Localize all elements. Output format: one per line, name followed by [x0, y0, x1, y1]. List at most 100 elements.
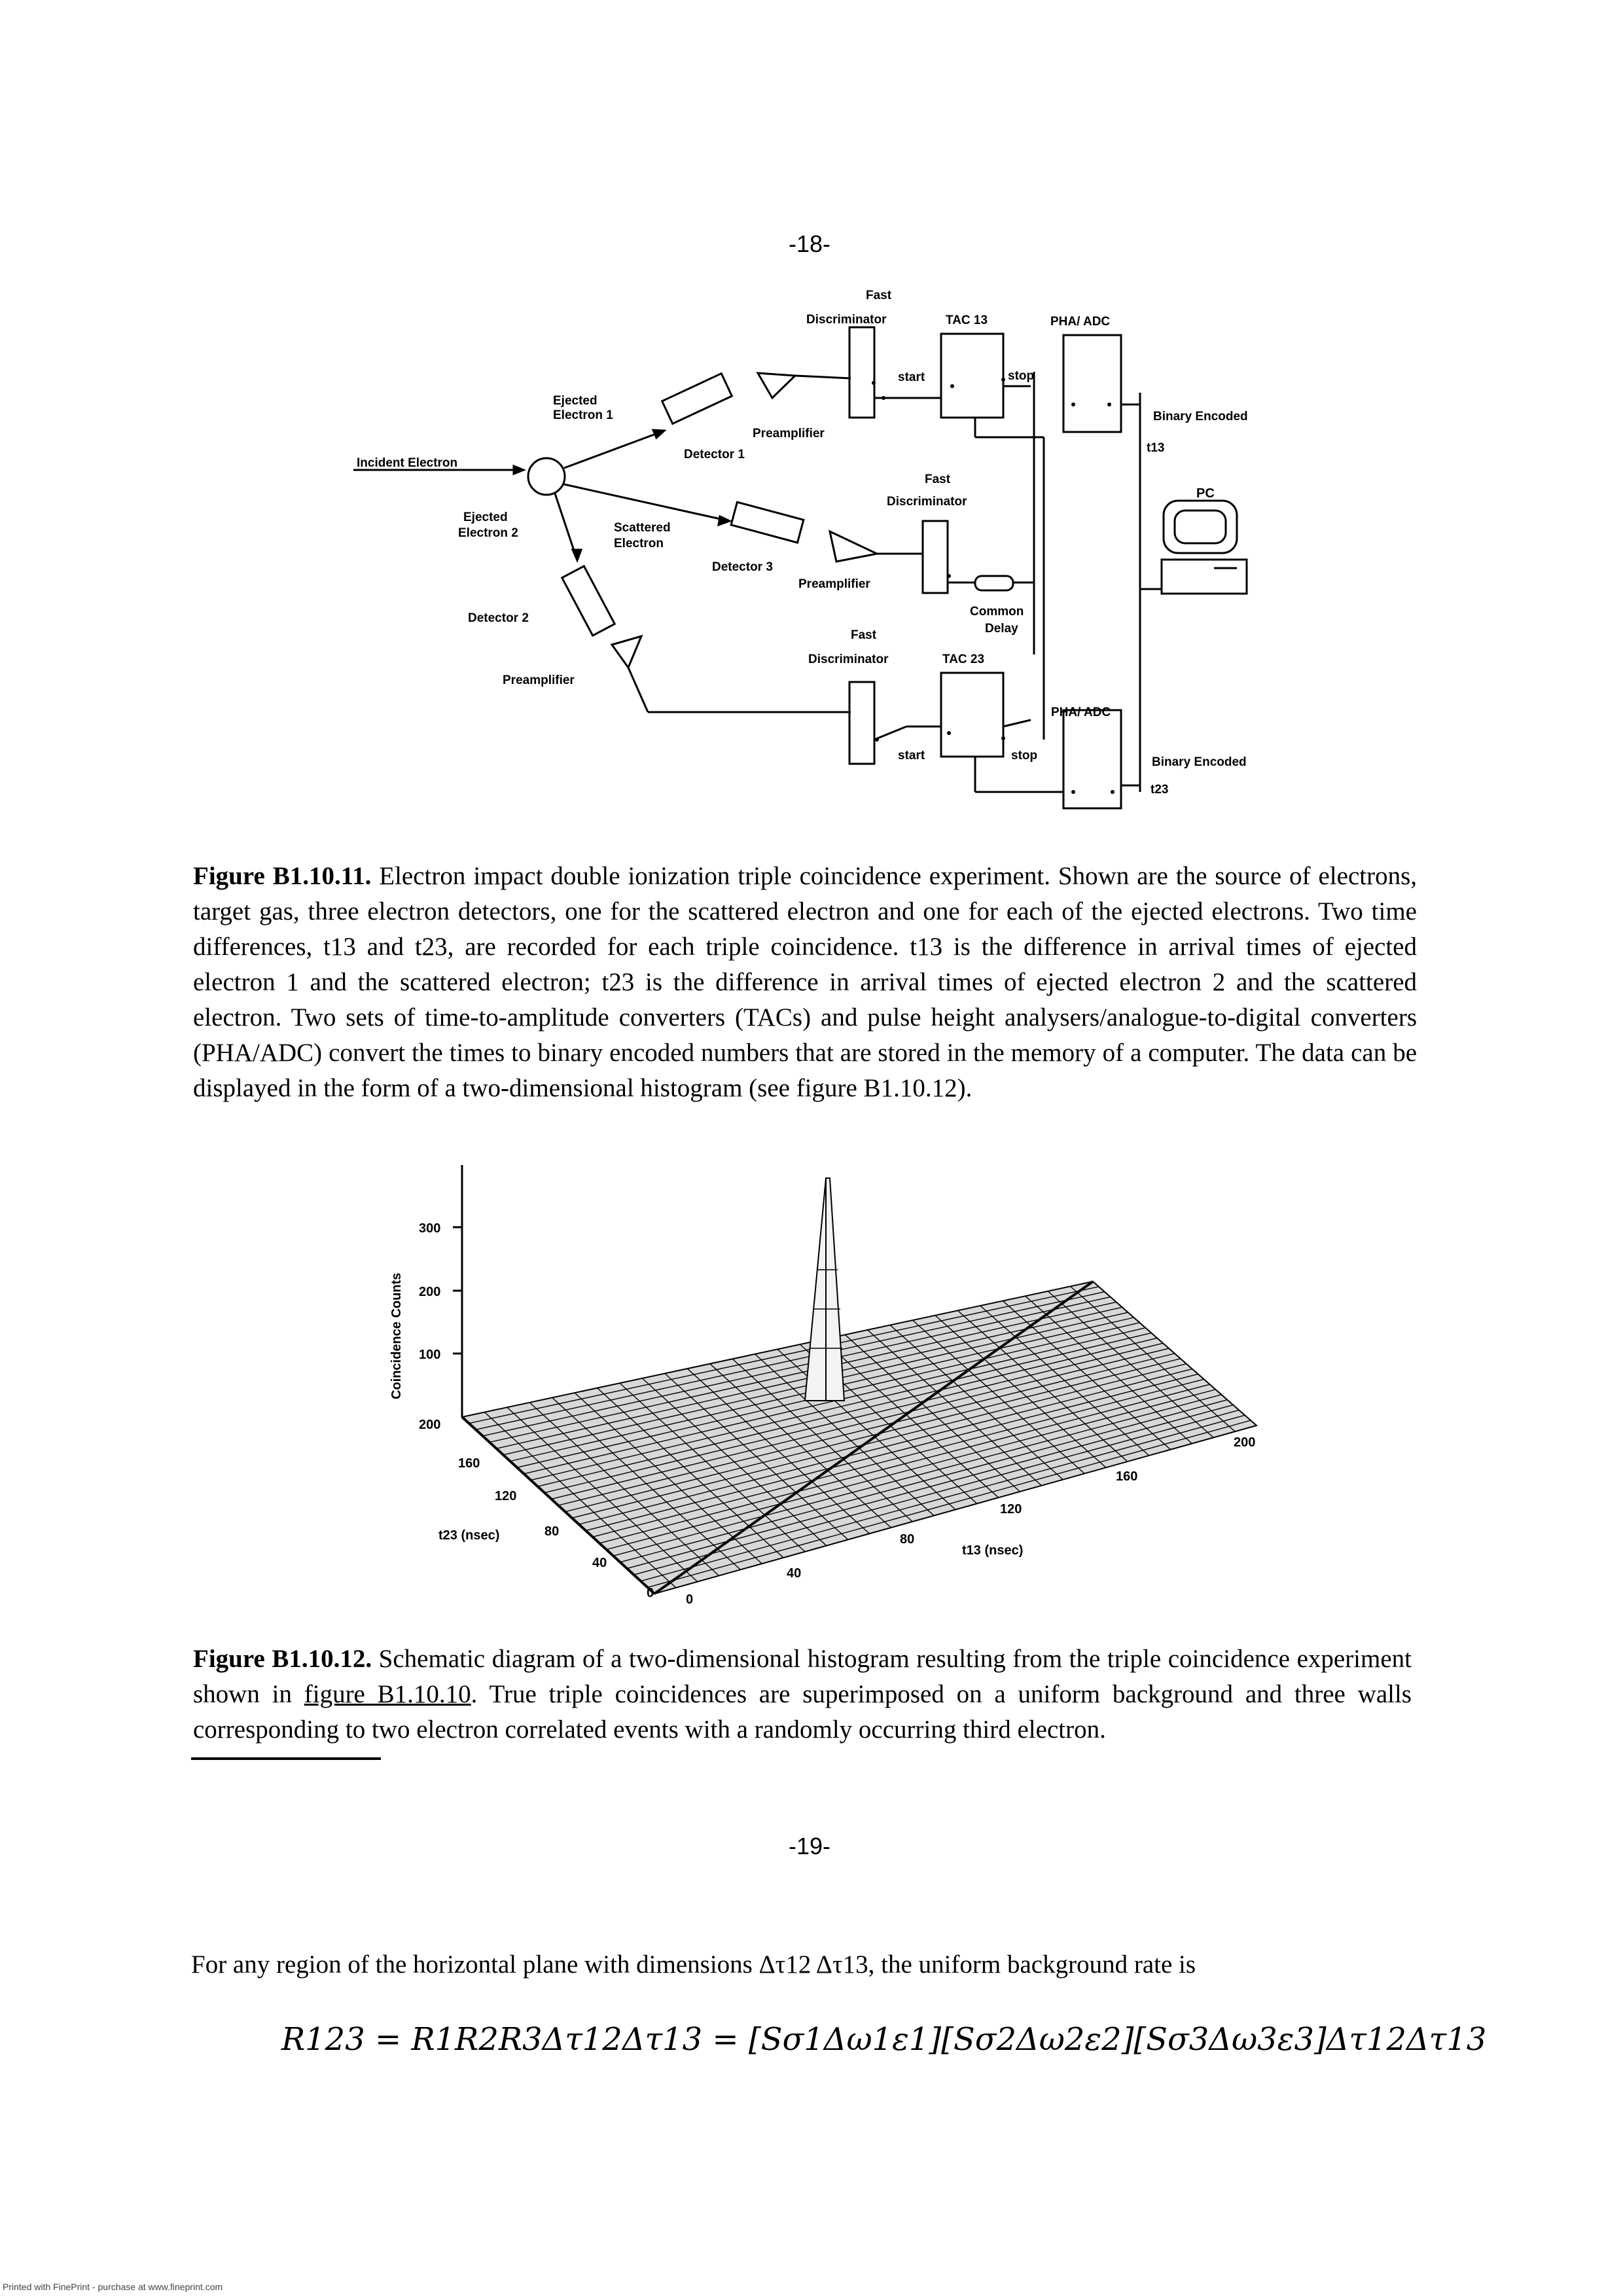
mesh-line — [957, 1310, 1128, 1462]
detector-3-box — [730, 501, 805, 544]
label-fast-disc-2-line2: Discriminator — [887, 495, 967, 509]
mesh-line — [889, 1325, 1063, 1480]
t23-tick-160: 160 — [458, 1456, 480, 1471]
page-number-top: -18- — [789, 230, 831, 257]
wall-ridge-2 — [461, 1416, 656, 1595]
mesh-line — [585, 1373, 1198, 1532]
label-fast-disc-1-line1: Fast — [866, 289, 892, 302]
t13-tick-80: 80 — [900, 1532, 914, 1547]
label-ejected-1-line2: Electron 1 — [553, 408, 613, 422]
footnote-rule — [191, 1757, 381, 1760]
z-axis-label: Coincidence Counts — [389, 1273, 404, 1399]
mesh-line — [606, 1389, 1216, 1551]
label-incident-electron: Incident Electron — [357, 456, 457, 470]
label-tac-23: TAC 23 — [942, 653, 984, 666]
z-tick-200: 200 — [419, 1285, 440, 1299]
histogram-mesh — [469, 1285, 1251, 1588]
label-common-delay-line2: Delay — [985, 622, 1018, 636]
figure-b1-10-11-caption: Figure B1.10.11. Electron impact double … — [193, 859, 1417, 1106]
mesh-line — [980, 1305, 1150, 1456]
label-stop-1: stop — [1008, 369, 1034, 383]
label-scattered-line2: Electron — [614, 537, 664, 550]
label-preamplifier-1: Preamplifier — [753, 427, 825, 440]
body-paragraph: For any region of the horizontal plane w… — [191, 1950, 1196, 1979]
fast-discriminator-3-box — [848, 681, 876, 765]
page-number-bottom: -19- — [789, 1833, 831, 1859]
mesh-line — [571, 1363, 1187, 1518]
pha-adc-2-box — [1062, 709, 1122, 810]
t23-axis-label: t23 (nsec) — [438, 1528, 499, 1543]
label-ejected-2-line2: Electron 2 — [458, 526, 518, 540]
label-start-2: start — [898, 749, 925, 762]
mesh-line — [579, 1368, 1192, 1525]
mesh-line — [1070, 1285, 1236, 1432]
mesh-line — [935, 1315, 1107, 1468]
fast-discriminator-2-box — [921, 520, 949, 594]
mesh-line — [822, 1339, 999, 1498]
tac-23-box — [940, 672, 1005, 758]
equation-r123: R123 = R1R2R3Δτ12Δτ13 = [Sσ1Δω1ε1][Sσ2Δω… — [281, 2021, 1487, 2058]
wall-ridge-1 — [653, 1280, 1094, 1595]
caption-text: Electron impact double ionization triple… — [193, 862, 1418, 1102]
caption-label: Figure B1.10.11. — [193, 862, 372, 890]
t13-tick-160: 160 — [1116, 1469, 1137, 1484]
t23-tick-120: 120 — [495, 1489, 516, 1503]
preamp-1-triangle — [756, 372, 798, 400]
mesh-line — [599, 1384, 1210, 1544]
tac-13-box — [940, 332, 1005, 419]
label-fast-disc-3-line2: Discriminator — [808, 653, 889, 666]
t13-axis-label: t13 (nsec) — [962, 1543, 1023, 1558]
label-pha-adc-2: PHA/ ADC — [1051, 706, 1111, 719]
pc-monitor — [1162, 499, 1238, 554]
caption-text-1: Schematic diagram of a two-dimensional h… — [193, 1645, 1412, 1708]
label-fast-disc-3-line1: Fast — [851, 628, 877, 642]
figure-b1-10-10-link[interactable]: figure B1.10.10 — [304, 1680, 471, 1708]
figure-b1-10-12-histogram: Coincidence Counts 300 200 100 200 160 1… — [389, 1165, 1258, 1607]
label-scattered-line1: Scattered — [614, 521, 671, 535]
caption-text-2: . True triple coincidences are superimpo… — [193, 1680, 1412, 1744]
label-common-delay-line1: Common — [970, 605, 1024, 619]
mesh-line — [592, 1378, 1204, 1537]
t13-tick-40: 40 — [787, 1566, 801, 1581]
label-preamplifier-2: Preamplifier — [503, 673, 575, 687]
mesh-line — [1025, 1295, 1192, 1444]
label-detector-2: Detector 2 — [468, 611, 529, 625]
mesh-line — [912, 1319, 1085, 1474]
pc-case — [1160, 558, 1248, 595]
mesh-line — [633, 1409, 1240, 1575]
pha-adc-1-box — [1062, 334, 1122, 433]
incident-arrow-icon — [512, 464, 527, 476]
label-binary-encoded-1: Binary Encoded — [1153, 410, 1248, 423]
label-start-1: start — [898, 370, 925, 384]
mesh-line — [647, 1420, 1251, 1588]
label-pc: PC — [1196, 486, 1215, 501]
label-fast-disc-1-line2: Discriminator — [806, 313, 887, 327]
preamp-3-triangle — [828, 529, 880, 563]
t23-tick-80: 80 — [544, 1524, 559, 1539]
label-detector-3: Detector 3 — [712, 560, 773, 574]
coincidence-peak — [804, 1177, 846, 1401]
mesh-line — [844, 1334, 1021, 1492]
print-footer: Printed with FinePrint - purchase at www… — [3, 2282, 223, 2292]
common-delay-box — [974, 575, 1014, 592]
z-tick-100: 100 — [419, 1348, 440, 1362]
t23-tick-40: 40 — [592, 1556, 607, 1570]
z-tick-300: 300 — [419, 1221, 440, 1236]
mesh-line — [565, 1358, 1181, 1513]
t13-tick-0: 0 — [686, 1592, 693, 1607]
label-fast-disc-2-line1: Fast — [925, 473, 951, 486]
label-stop-2: stop — [1011, 749, 1037, 762]
label-binary-encoded-2: Binary Encoded — [1152, 755, 1247, 769]
caption-label: Figure B1.10.12. — [193, 1645, 372, 1673]
t23-tick-200: 200 — [419, 1418, 440, 1432]
target-gas-circle — [527, 457, 566, 496]
mesh-line — [867, 1329, 1042, 1486]
label-ejected-2-line1: Ejected — [463, 511, 508, 524]
mesh-line — [1047, 1291, 1214, 1438]
label-detector-1: Detector 1 — [684, 448, 745, 461]
label-t13: t13 — [1147, 441, 1164, 455]
detector-2-box — [560, 564, 616, 637]
label-preamplifier-3: Preamplifier — [798, 577, 870, 591]
label-tac-13: TAC 13 — [946, 314, 988, 327]
mesh-line — [620, 1399, 1228, 1563]
